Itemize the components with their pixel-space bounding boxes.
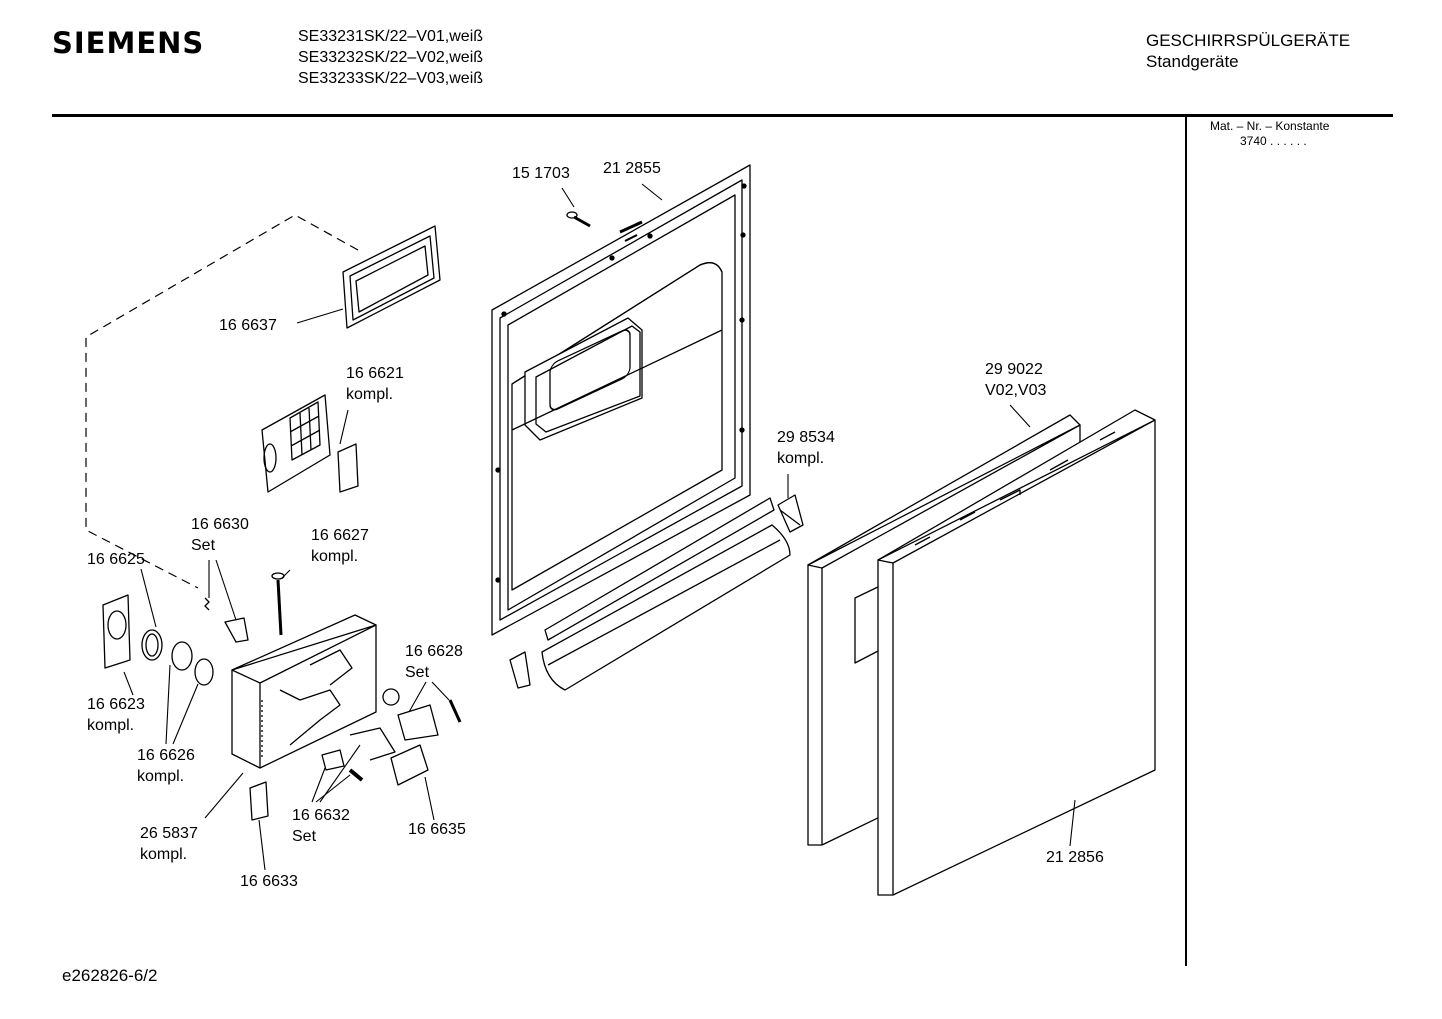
lower-rail-part	[509, 497, 791, 691]
clip-part	[321, 749, 345, 771]
model-line: SE33232SK/22–V02,weiß	[298, 49, 484, 66]
ring-part	[145, 633, 159, 657]
mat-nr-block: Mat. – Nr. – Konstante 3740 . . . . . .	[1210, 119, 1329, 149]
hinge-bracket-part	[777, 494, 804, 533]
document-id: e262826-6/2	[62, 966, 158, 985]
frame-seal-part	[342, 225, 441, 329]
siemens-logo: SIEMENS	[52, 26, 205, 60]
ring-part	[194, 658, 214, 686]
part-label-166637: 16 6637	[219, 317, 277, 334]
model-line: SE33231SK/22–V01,weiß	[298, 28, 484, 45]
lever-part	[224, 617, 249, 643]
part-label-166635: 16 6635	[408, 821, 466, 838]
latch-part	[397, 704, 439, 741]
part-label-212855: 21 2855	[603, 160, 661, 177]
label-plate-part	[249, 781, 269, 821]
model-list: SE33231SK/22–V01,weiß SE33232SK/22–V02,w…	[298, 26, 483, 89]
model-line: SE33233SK/22–V03,weiß	[298, 70, 484, 87]
outer-door-panel-front	[877, 409, 1156, 896]
plunger-part	[271, 572, 285, 636]
inner-door-panel	[491, 164, 751, 636]
spring-part	[448, 699, 462, 723]
category-block: GESCHIRRSPÜLGERÄTE Standgeräte	[1146, 30, 1350, 72]
cover-cap-part	[102, 594, 131, 669]
arm-part	[349, 727, 396, 761]
screw-part	[566, 211, 591, 228]
ball-part	[382, 688, 400, 706]
dispenser-housing-part	[231, 614, 377, 769]
ring-part	[141, 629, 163, 661]
category-subtitle: Standgeräte	[1146, 52, 1239, 71]
header-divider	[52, 114, 1393, 117]
part-label-166633: 16 6633	[240, 873, 298, 890]
ring-part	[171, 641, 193, 671]
vent-part	[261, 394, 359, 493]
spring-part	[348, 768, 364, 782]
part-label-166625: 16 6625	[87, 551, 145, 568]
switch-part	[390, 744, 429, 786]
category-title: GESCHIRRSPÜLGERÄTE	[1146, 31, 1351, 50]
part-label-212856: 21 2856	[1046, 849, 1104, 866]
sidebar-divider	[1185, 116, 1187, 966]
assembly-dashed-line	[85, 214, 359, 589]
leader-lines	[123, 183, 1076, 871]
mat-nr-label: Mat. – Nr. – Konstante	[1210, 119, 1330, 133]
spring-part	[204, 597, 210, 611]
mat-nr-value: 3740 . . . . . .	[1240, 134, 1307, 148]
part-label-151703: 15 1703	[512, 165, 570, 182]
